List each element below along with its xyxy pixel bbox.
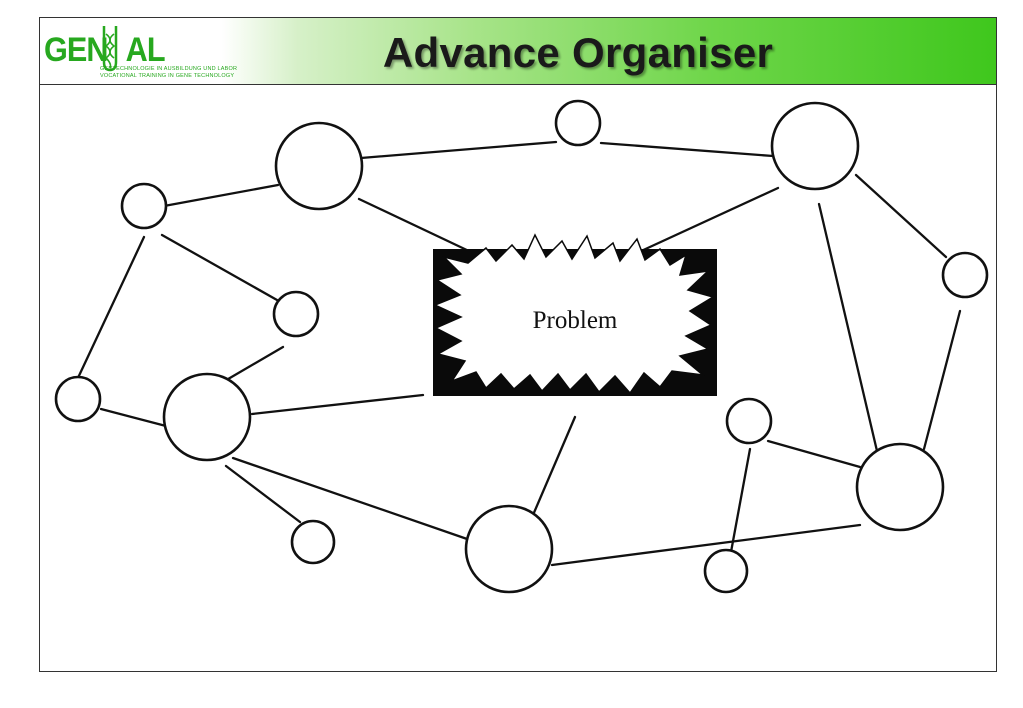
node-small: [941, 251, 989, 299]
edges: [75, 140, 962, 567]
edge: [766, 439, 862, 469]
edge: [359, 140, 558, 160]
node-small: [725, 397, 773, 445]
edge: [250, 393, 425, 416]
edge: [922, 309, 962, 451]
logo-subtitle-line2: VOCATIONAL TRAINING IN GENE TECHNOLOGY: [100, 73, 235, 79]
slide-title: Advance Organiser: [382, 29, 774, 76]
node-small: [290, 519, 336, 565]
node-small: [54, 375, 102, 423]
logo-subtitle-line1: GENTECHNOLOGIE IN AUSBILDUNG UND LABOR: [100, 66, 238, 72]
edge: [854, 173, 948, 259]
edge: [162, 183, 280, 208]
edge: [221, 345, 285, 384]
node-large: [162, 372, 252, 462]
edge: [729, 447, 752, 554]
node-small: [703, 548, 749, 594]
edge: [528, 415, 577, 524]
node-small: [120, 182, 168, 230]
node-small: [554, 99, 602, 147]
edge: [550, 523, 862, 567]
node-large: [274, 121, 364, 211]
test-tube-icon: [102, 26, 118, 72]
edge: [160, 233, 279, 302]
problem-box: Problem: [433, 233, 717, 396]
nodes: [54, 99, 989, 594]
edge: [99, 407, 168, 428]
edge: [224, 464, 302, 524]
node-large: [770, 101, 860, 191]
node-large: [464, 504, 554, 594]
edge: [231, 456, 472, 542]
edge: [357, 197, 473, 254]
edge: [637, 186, 780, 254]
node-small: [272, 290, 320, 338]
edge: [75, 235, 146, 382]
concept-network-diagram: Problem: [54, 99, 989, 594]
problem-burst-shape: [433, 233, 715, 395]
edge: [817, 202, 879, 453]
edge: [599, 141, 775, 158]
problem-label: Problem: [533, 307, 618, 334]
node-large: [855, 442, 945, 532]
